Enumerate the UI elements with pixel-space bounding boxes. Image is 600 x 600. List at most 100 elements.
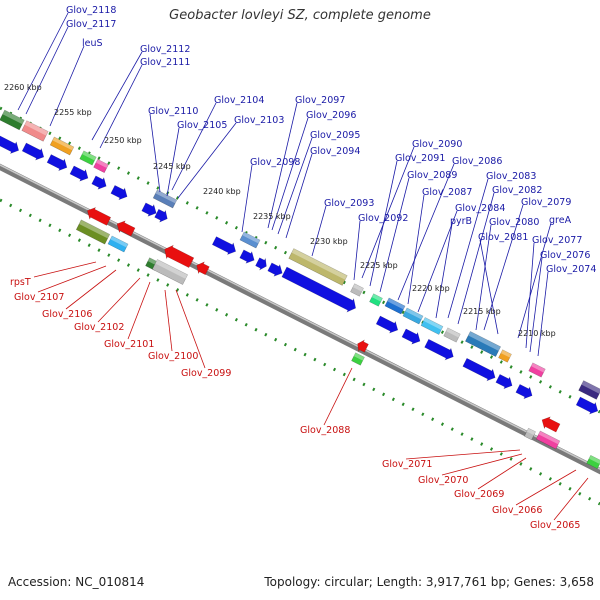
gene-feature bbox=[351, 352, 365, 366]
gene-feature bbox=[495, 374, 513, 390]
forward-gene-label: Glov_2092 bbox=[358, 213, 408, 224]
kbp-marker: 2255 kbp bbox=[54, 108, 92, 117]
reverse-gene-label: Glov_2107 bbox=[14, 292, 64, 303]
reverse-label-leader bbox=[515, 469, 577, 506]
forward-label-leader bbox=[17, 12, 69, 111]
forward-label-leader bbox=[177, 122, 237, 199]
gene-feature bbox=[79, 150, 97, 166]
forward-label-leader bbox=[369, 160, 398, 287]
gene-feature bbox=[164, 244, 195, 269]
forward-label-leader bbox=[271, 117, 309, 231]
forward-gene-label: Glov_2094 bbox=[310, 146, 360, 157]
gene-feature bbox=[541, 416, 561, 433]
kbp-marker: 2240 kbp bbox=[203, 187, 241, 196]
forward-gene-label: Glov_2096 bbox=[306, 110, 356, 121]
gene-feature bbox=[420, 317, 444, 335]
forward-gene-label: Glov_2081 bbox=[478, 232, 528, 243]
forward-gene-label: Glov_2105 bbox=[177, 120, 227, 131]
forward-label-leader bbox=[277, 137, 313, 235]
kbp-marker: 2245 kbp bbox=[153, 162, 191, 171]
forward-label-leader bbox=[91, 51, 143, 141]
forward-label-leader bbox=[537, 271, 549, 357]
reverse-label-leader bbox=[65, 269, 117, 310]
gene-feature bbox=[107, 235, 129, 253]
gene-feature bbox=[69, 165, 89, 182]
reverse-gene-label: Glov_2066 bbox=[492, 505, 542, 516]
kbp-marker: 2260 kbp bbox=[4, 83, 42, 92]
forward-label-leader bbox=[25, 26, 69, 115]
kbp-marker: 2235 kbp bbox=[253, 212, 291, 221]
gene-feature bbox=[375, 315, 399, 334]
forward-label-leader bbox=[475, 224, 492, 331]
gene-feature bbox=[267, 262, 283, 277]
kbp-marker: 2210 kbp bbox=[518, 329, 556, 338]
gene-feature bbox=[86, 207, 112, 226]
forward-label-leader bbox=[379, 177, 410, 293]
gene-feature bbox=[116, 220, 136, 237]
forward-gene-label: Glov_2090 bbox=[412, 139, 462, 150]
forward-label-leader bbox=[361, 146, 415, 279]
forward-gene-label: Glov_2076 bbox=[540, 250, 590, 261]
forward-label-leader bbox=[99, 64, 143, 149]
gene-feature bbox=[93, 158, 109, 174]
forward-gene-label: Glov_2097 bbox=[295, 95, 345, 106]
forward-label-leader bbox=[353, 220, 361, 281]
forward-gene-label: Glov_2077 bbox=[532, 235, 582, 246]
gene-feature bbox=[255, 257, 267, 271]
reverse-gene-label: Glov_2065 bbox=[530, 520, 580, 531]
gene-feature bbox=[535, 430, 561, 450]
forward-label-leader bbox=[525, 242, 535, 349]
gene-feature bbox=[528, 362, 546, 378]
forward-label-leader bbox=[311, 205, 327, 257]
gene-feature bbox=[141, 202, 157, 217]
forward-label-leader bbox=[166, 127, 180, 197]
gene-feature bbox=[21, 120, 49, 142]
forward-gene-label: Glov_2079 bbox=[521, 197, 571, 208]
gene-feature bbox=[515, 384, 533, 400]
reverse-gene-label: Glov_2106 bbox=[42, 309, 92, 320]
reverse-gene-label: Glov_2070 bbox=[418, 475, 468, 486]
gene-feature bbox=[465, 331, 501, 357]
gene-feature bbox=[443, 327, 461, 343]
accession-text: Accession: NC_010814 bbox=[8, 575, 145, 589]
forward-gene-label: Glov_2111 bbox=[140, 57, 190, 68]
forward-label-leader bbox=[435, 223, 453, 319]
gene-feature bbox=[424, 338, 454, 361]
reverse-label-leader bbox=[441, 453, 523, 476]
gene-feature bbox=[154, 208, 168, 223]
reverse-label-leader bbox=[164, 289, 173, 352]
forward-gene-label: Glov_2103 bbox=[234, 115, 284, 126]
kbp-marker: 2215 kbp bbox=[463, 307, 501, 316]
forward-gene-label: Glov_2087 bbox=[422, 187, 472, 198]
forward-label-leader bbox=[285, 153, 313, 239]
gene-feature bbox=[357, 339, 369, 353]
reverse-gene-label: rpsT bbox=[10, 277, 31, 288]
reverse-gene-label: Glov_2069 bbox=[454, 489, 504, 500]
gene-feature bbox=[49, 136, 75, 156]
forward-label-leader bbox=[417, 210, 458, 313]
gene-feature bbox=[281, 266, 356, 313]
forward-label-leader bbox=[447, 178, 489, 319]
gene-feature bbox=[575, 396, 599, 415]
reverse-gene-label: Glov_2102 bbox=[74, 322, 124, 333]
reverse-label-leader bbox=[477, 457, 527, 490]
gene-feature bbox=[196, 261, 210, 276]
forward-gene-label: Glov_2082 bbox=[492, 185, 542, 196]
forward-gene-label: greA bbox=[549, 215, 572, 226]
reverse-label-leader bbox=[97, 277, 141, 323]
forward-label-leader bbox=[407, 194, 425, 305]
forward-label-leader bbox=[267, 102, 298, 229]
forward-label-leader bbox=[479, 239, 499, 335]
reverse-label-leader bbox=[323, 367, 353, 426]
gene-feature bbox=[288, 248, 348, 286]
gene-feature bbox=[524, 427, 536, 441]
forward-label-leader bbox=[397, 163, 455, 301]
reverse-label-leader bbox=[405, 449, 521, 460]
forward-label-leader bbox=[171, 102, 217, 191]
forward-label-leader bbox=[49, 45, 85, 127]
reverse-gene-label: Glov_2071 bbox=[382, 459, 432, 470]
forward-gene-label: Glov_2112 bbox=[140, 44, 190, 55]
kbp-marker: 2220 kbp bbox=[412, 284, 450, 293]
forward-gene-label: Glov_2104 bbox=[214, 95, 264, 106]
